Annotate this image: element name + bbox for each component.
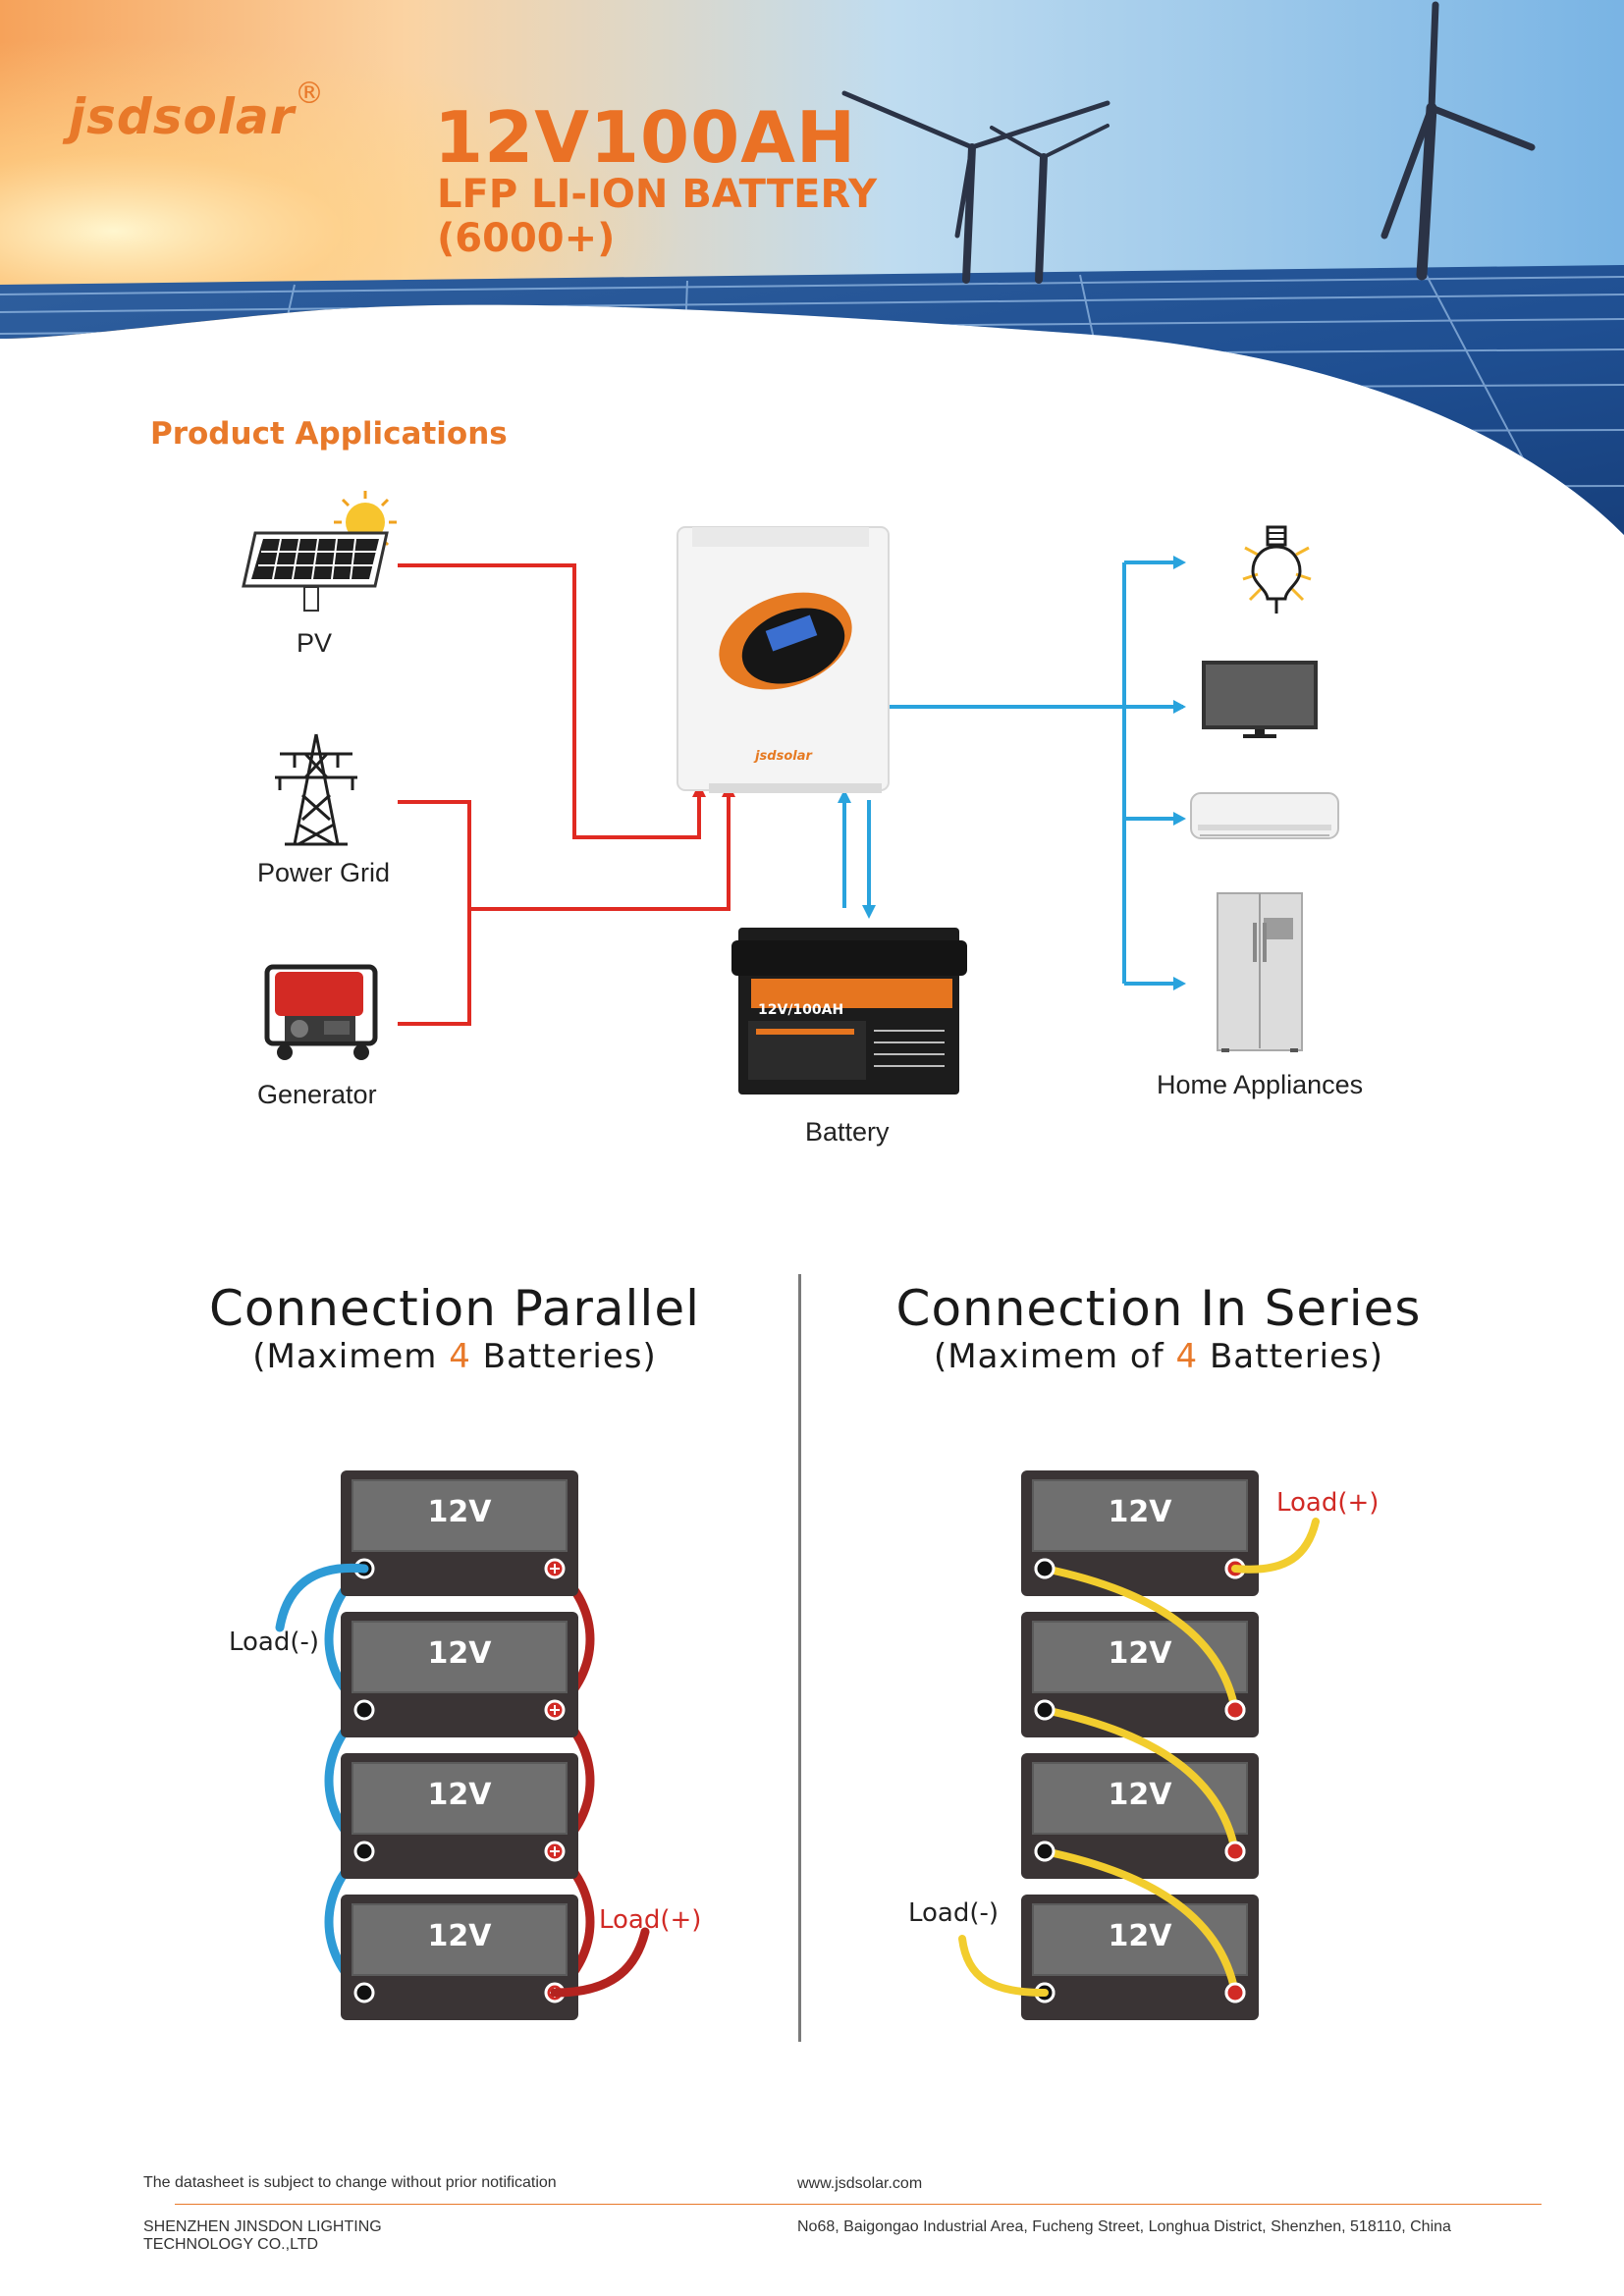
parallel-load-positive-label: Load(+) xyxy=(599,1905,701,1935)
parallel-battery-1: 12V xyxy=(341,1470,578,1596)
footer-website[interactable]: www.jsdsolar.com xyxy=(797,2175,923,2192)
series-battery-voltage: 12V xyxy=(1109,1778,1173,1812)
generator-label: Generator xyxy=(257,1080,377,1109)
parallel-negative-terminal xyxy=(353,1982,375,2003)
parallel-load-negative-label: Load(-) xyxy=(229,1628,319,1657)
series-load-positive-lead xyxy=(1231,1518,1320,1574)
inverter-icon xyxy=(677,526,890,793)
series-jumper xyxy=(1041,1565,1239,1714)
section-title-applications: Product Applications xyxy=(150,416,508,452)
series-jumper xyxy=(1041,1706,1239,1855)
application-diagram: jsdsolar 12V/100AH xyxy=(242,491,1339,1095)
parallel-battery-4: 12V xyxy=(341,1895,578,2020)
footer-company-line2: TECHNOLOGY CO.,LTD xyxy=(143,2236,319,2253)
series-jumper xyxy=(1041,1847,1239,1997)
generator-icon xyxy=(264,964,378,1060)
header-banner xyxy=(0,0,1624,535)
tv-icon xyxy=(1202,661,1318,738)
series-max-count: 4 xyxy=(1175,1337,1199,1376)
parallel-negative-terminal xyxy=(353,1841,375,1862)
connection-diagrams: 12V 12V 12V 12V Load(-) Load(+) 12V 12V 12V 12V L… xyxy=(229,1470,1379,2020)
footer-rule xyxy=(175,2204,1542,2205)
parallel-diagram: 12V 12V 12V 12V Load(-) Load(+) xyxy=(229,1470,701,2020)
battery-face-label: 12V/100AH xyxy=(758,1002,843,1018)
air-conditioner-icon xyxy=(1190,792,1339,839)
parallel-negative-terminal xyxy=(353,1699,375,1721)
series-load-negative-lead xyxy=(958,1935,1049,1997)
brand-logo: jsdsolar xyxy=(69,88,296,145)
product-subtitle: LFP LI-ION BATTERY xyxy=(437,172,878,217)
parallel-subtitle: (Maximem 4 Batteries) xyxy=(252,1337,657,1376)
series-battery-voltage: 12V xyxy=(1109,1636,1173,1671)
section-divider xyxy=(798,1274,801,2042)
series-load-positive-label: Load(+) xyxy=(1276,1488,1379,1518)
home-appliances-label: Home Appliances xyxy=(1157,1070,1364,1099)
series-battery-voltage: 12V xyxy=(1109,1919,1173,1953)
parallel-load-negative-lead xyxy=(275,1563,369,1632)
source-wiring xyxy=(398,563,731,1026)
series-battery-1: 12V xyxy=(1021,1470,1259,1596)
battery-icon xyxy=(731,928,967,1095)
series-diagram: 12V 12V 12V 12V Load(+) Load(-) xyxy=(908,1470,1379,2020)
load-wiring xyxy=(889,561,1183,986)
inverter-brand: jsdsolar xyxy=(753,749,813,764)
product-title: 12V100AH xyxy=(434,96,857,179)
series-battery-voltage: 12V xyxy=(1109,1495,1173,1529)
footer-address: No68, Baigongao Industrial Area, Fucheng… xyxy=(797,2218,1451,2235)
solar-panel-icon xyxy=(242,491,397,612)
footer-company-line1: SHENZHEN JINSDON LIGHTING xyxy=(143,2218,382,2235)
series-load-negative-label: Load(-) xyxy=(908,1898,999,1928)
parallel-title: Connection Parallel xyxy=(209,1280,700,1337)
parallel-battery-voltage: 12V xyxy=(428,1636,493,1671)
pv-label: PV xyxy=(297,628,333,658)
parallel-battery-voltage: 12V xyxy=(428,1495,493,1529)
power-tower-icon xyxy=(275,733,357,846)
parallel-battery-voltage: 12V xyxy=(428,1778,493,1812)
power-grid-label: Power Grid xyxy=(257,858,391,887)
light-bulb-icon xyxy=(1242,525,1312,614)
parallel-battery-voltage: 12V xyxy=(428,1919,493,1953)
footer-notice: The datasheet is subject to change witho… xyxy=(143,2174,557,2191)
parallel-battery-2: 12V xyxy=(341,1612,578,1737)
series-subtitle: (Maximem of 4 Batteries) xyxy=(933,1337,1384,1376)
parallel-battery-3: 12V xyxy=(341,1753,578,1879)
parallel-load-positive-lead xyxy=(550,1927,650,1998)
battery-label: Battery xyxy=(805,1117,890,1147)
refrigerator-icon xyxy=(1217,892,1303,1052)
parallel-max-count: 4 xyxy=(449,1337,471,1376)
product-cycle-count: (6000+) xyxy=(437,216,616,261)
registered-mark: ® xyxy=(295,77,324,111)
series-title: Connection In Series xyxy=(895,1280,1422,1337)
